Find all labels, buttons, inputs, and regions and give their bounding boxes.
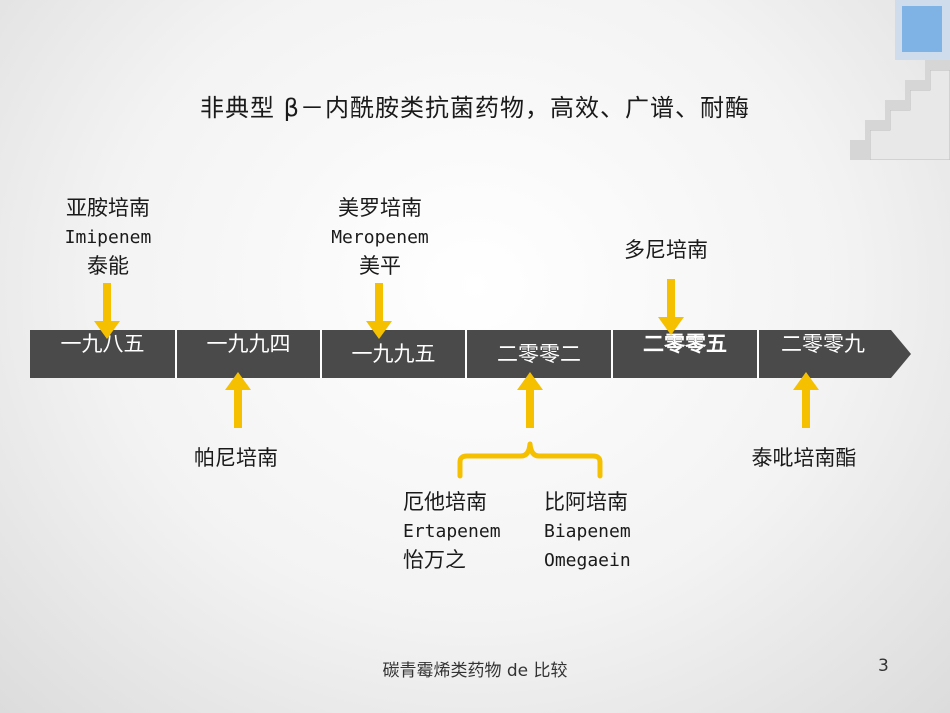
staircase-decoration (850, 0, 950, 160)
timeline-segment: 一九九四 (177, 330, 322, 378)
drug-label-imipenem: 亚胺培南 Imipenem 泰能 (64, 196, 152, 278)
timeline-segment: 一九八五 (30, 330, 177, 378)
timeline-segment: 二零零五 (613, 330, 759, 378)
drug-label-meropenem: 美罗培南 Meropenem 美平 (331, 196, 429, 278)
timeline-segment: 一九九五 (322, 330, 467, 378)
timeline-segment: 二零零二 (467, 330, 613, 378)
brace-connector (457, 441, 603, 479)
timeline-end-arrow-segment (759, 330, 911, 378)
slide-title: 非典型 β－内酰胺类抗菌药物，高效、广谱、耐酶 (200, 94, 750, 122)
drug-label-tebipenem: 泰吡培南酯 (751, 446, 857, 470)
drug-label-doripenem: 多尼培南 (624, 238, 708, 262)
timeline-segment: 二零零九 (781, 332, 865, 356)
page-number: 3 (878, 656, 889, 676)
arrow-down-icon (94, 283, 120, 339)
slide-footer: 碳青霉烯类药物 de 比较 (382, 661, 568, 681)
arrow-up-icon (793, 372, 819, 428)
drug-label-panipenem: 帕尼培南 (194, 446, 278, 470)
arrow-down-icon (366, 283, 392, 339)
arrow-up-icon (517, 372, 543, 428)
drug-label-biapenem: 比阿培南 Biapenem Omegaein (544, 490, 631, 571)
arrow-down-icon (658, 279, 684, 335)
arrow-up-icon (225, 372, 251, 428)
drug-label-ertapenem: 厄他培南 Ertapenem 怡万之 (403, 490, 501, 572)
